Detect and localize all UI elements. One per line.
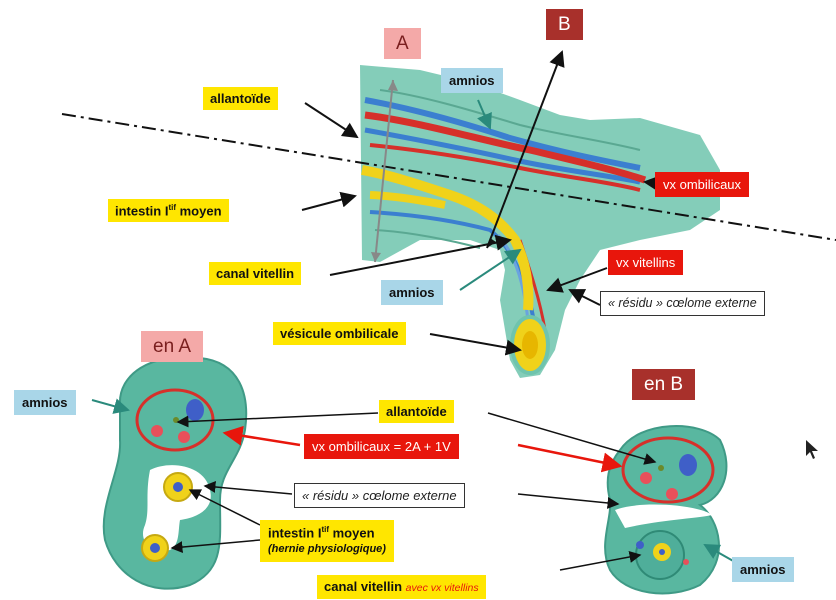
label-amnios-right: amnios xyxy=(732,557,794,582)
label-vesicule-ombilicale: vésicule ombilicale xyxy=(273,322,406,345)
label-vx-formula: vx ombilicaux = 2A + 1V xyxy=(304,434,459,459)
label-amnios-top: amnios xyxy=(441,68,503,93)
cross-section-B xyxy=(605,426,726,593)
label-hernie: (hernie physiologique) xyxy=(268,542,386,556)
label-avec-vx: avec vx vitellins xyxy=(406,582,479,594)
tag-en-A: en A xyxy=(141,331,203,362)
label-residu-top: « résidu » cœlome externe xyxy=(600,291,765,316)
label-canal-vitellin: canal vitellin xyxy=(209,262,301,285)
label-residu-mid: « résidu » cœlome externe xyxy=(294,483,465,508)
label-allantoide-mid: allantoïde xyxy=(379,400,454,423)
tag-B: B xyxy=(546,9,583,40)
label-intestin-top: intestin Itif moyen xyxy=(108,199,229,222)
tag-A: A xyxy=(384,28,421,59)
cross-section-A xyxy=(104,357,246,589)
label-vx-ombilicaux: vx ombilicaux xyxy=(655,172,749,197)
mouse-cursor-icon xyxy=(806,440,818,459)
label-amnios-mid: amnios xyxy=(381,280,443,305)
tag-en-B: en B xyxy=(632,369,695,400)
label-vx-vitellins: vx vitellins xyxy=(608,250,683,275)
label-canal-vitellin-bottom: canal vitellin avec vx vitellins xyxy=(317,575,486,599)
label-allantoide: allantoïde xyxy=(203,87,278,110)
label-amnios-left: amnios xyxy=(14,390,76,415)
label-intestin-bottom: intestin Itif moyen (hernie physiologiqu… xyxy=(260,520,394,562)
